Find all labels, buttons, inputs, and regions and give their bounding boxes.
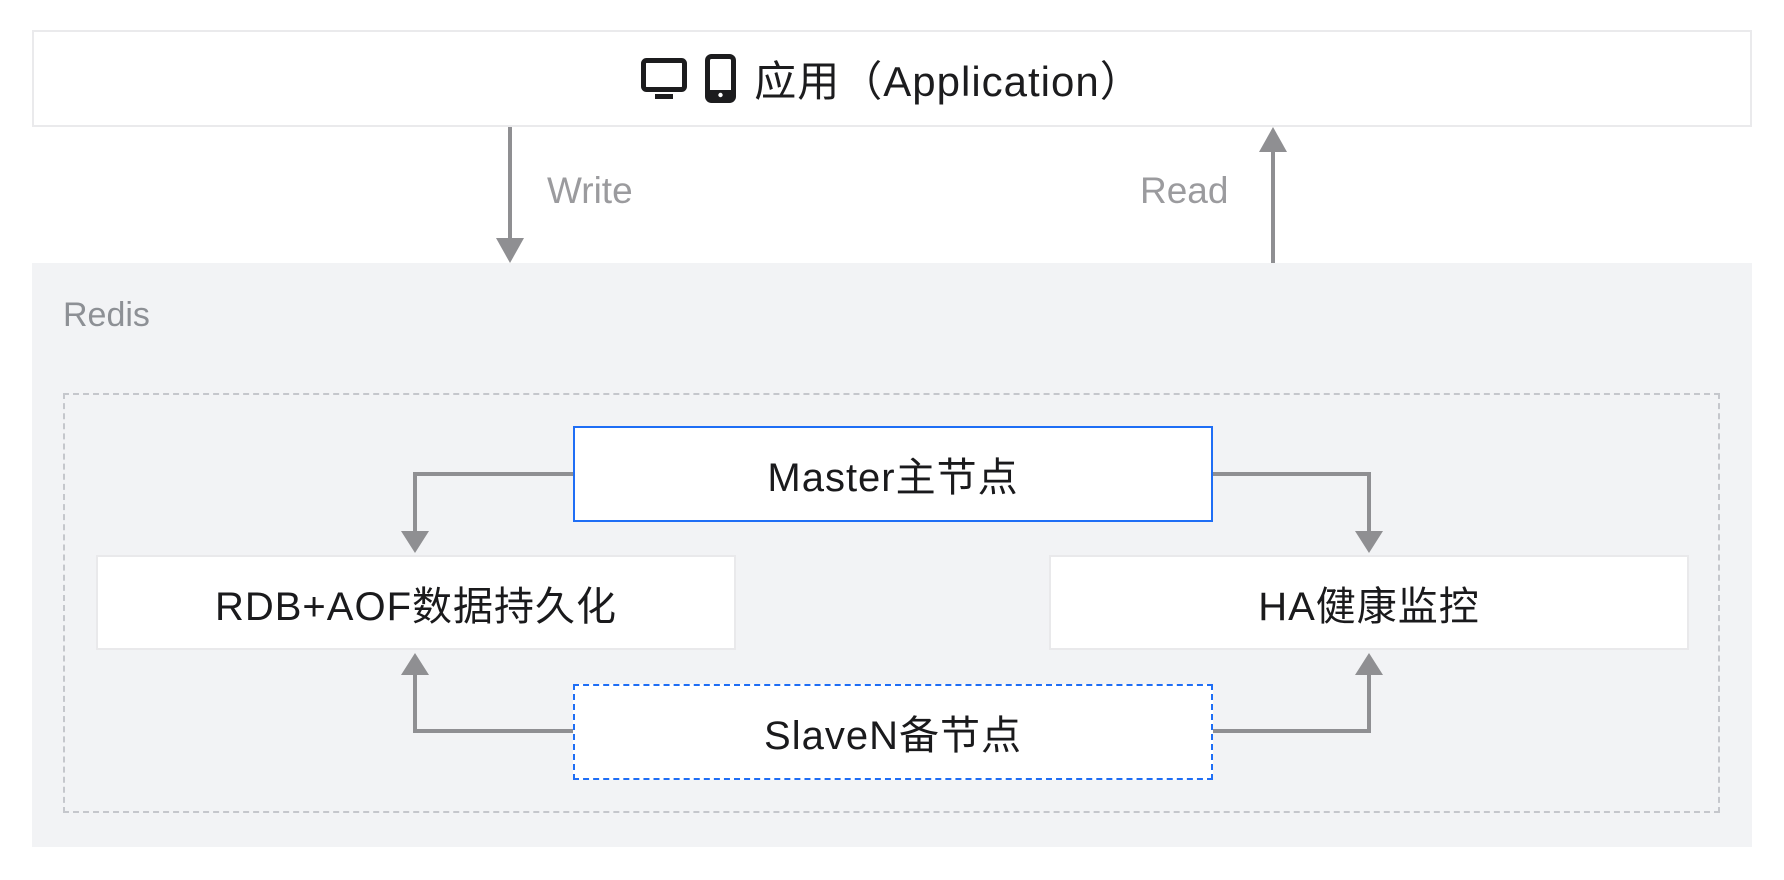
redis-panel-label: Redis [63, 296, 150, 334]
read-arrow [1259, 127, 1287, 263]
smartphone-icon [705, 54, 737, 103]
node-ha: HA健康监控 [1049, 555, 1689, 650]
node-persistence: RDB+AOF数据持久化 [96, 555, 736, 650]
node-master: Master主节点 [573, 426, 1213, 522]
write-arrow [496, 127, 524, 263]
monitor-icon [641, 57, 688, 100]
write-edge-label: Write [547, 170, 633, 211]
node-slave: SlaveN备节点 [573, 684, 1213, 780]
application-label: 应用（Application） [754, 58, 1143, 105]
application-box: 应用（Application） [32, 30, 1752, 127]
read-edge-label: Read [1140, 170, 1229, 211]
redis-cluster-dashed-border [63, 393, 1720, 813]
